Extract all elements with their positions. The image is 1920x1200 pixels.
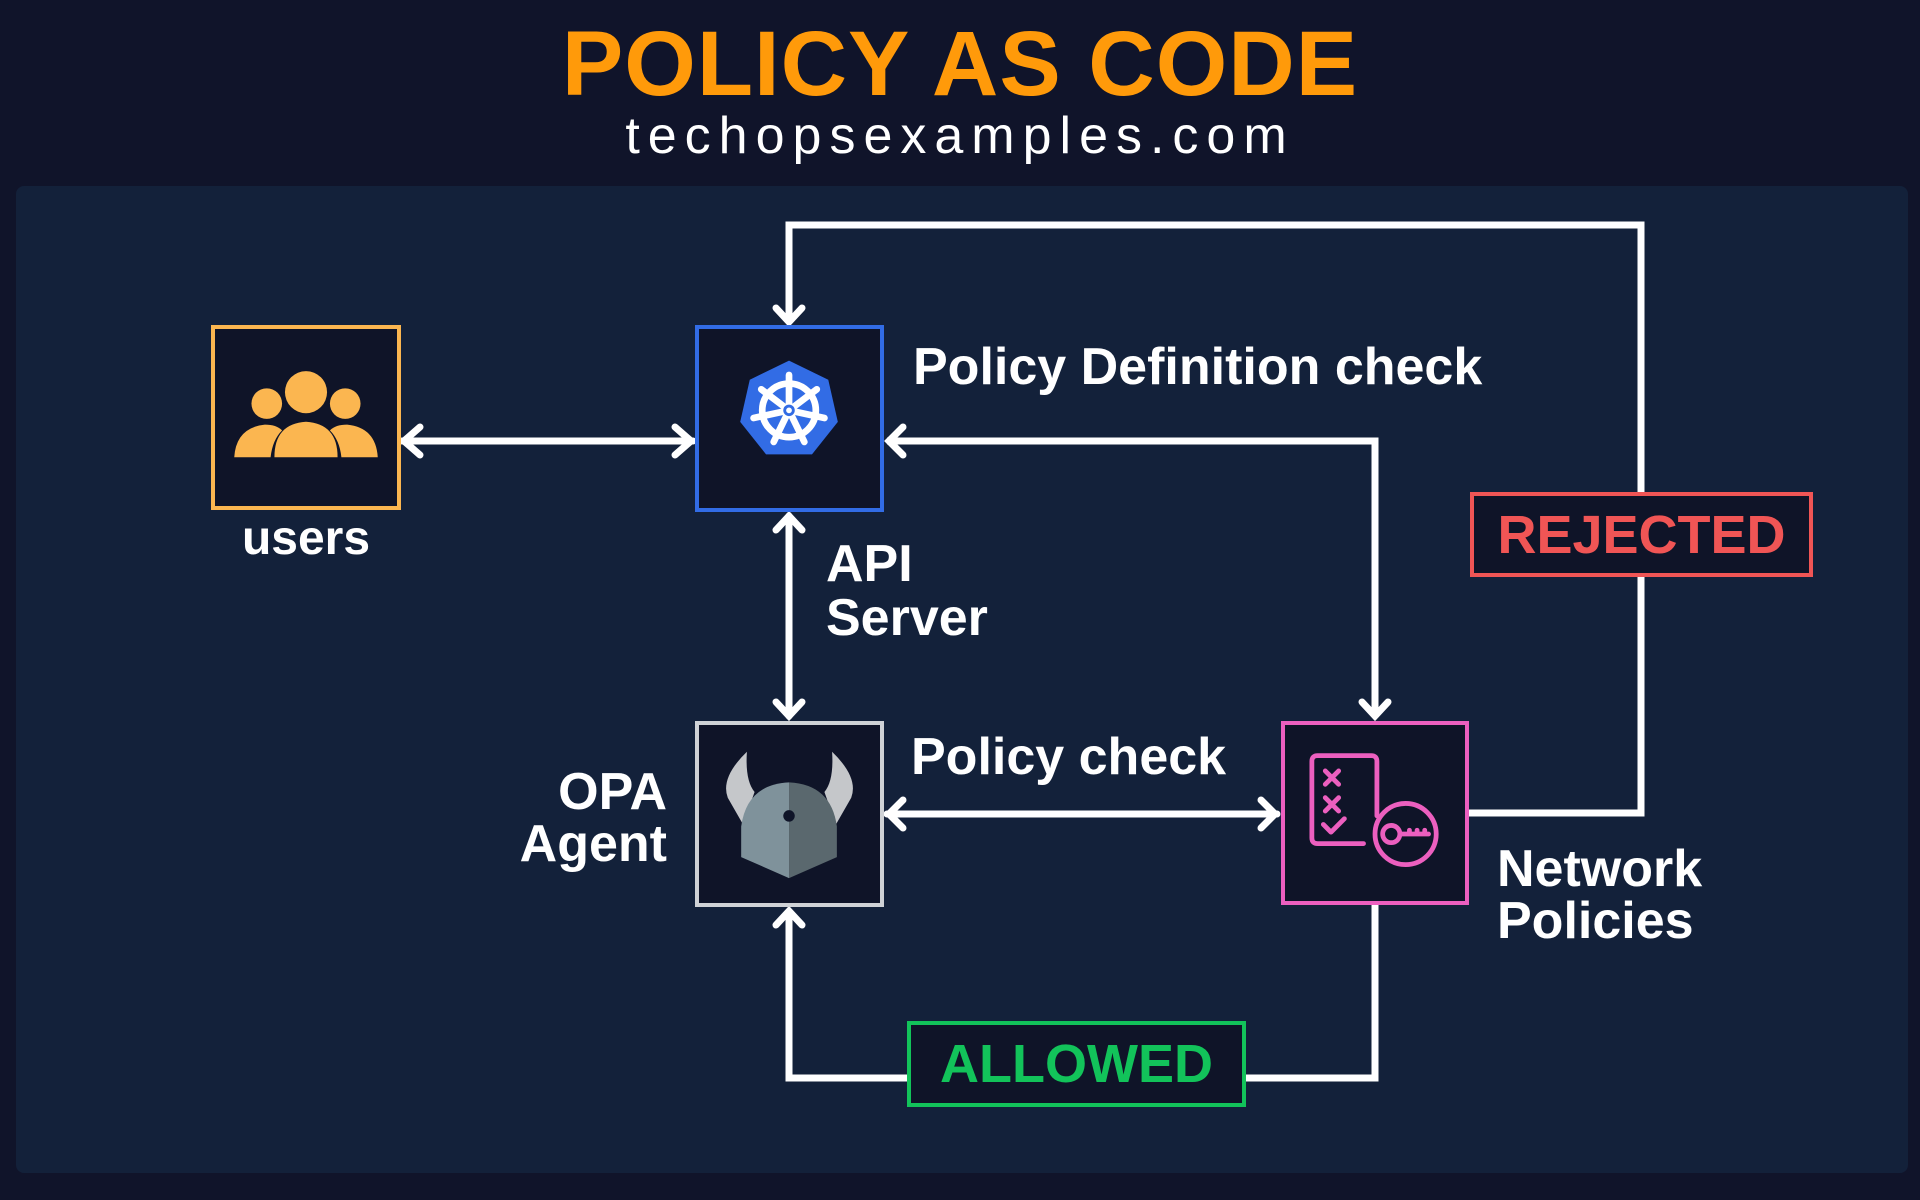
allowed-loop-arrowhead: [772, 905, 806, 929]
api-server-label: API Server: [826, 537, 988, 645]
users-group-icon: [234, 371, 378, 458]
rejected-badge: REJECTED: [1470, 492, 1813, 577]
api-server-label-line2: Server: [826, 589, 988, 647]
policy-definition-arrow: [887, 437, 1379, 716]
opa-viking-helmet-icon: [726, 751, 853, 879]
rejected-loop-arrowhead: [772, 304, 806, 328]
policy-definition-arrowhead-left: [884, 423, 907, 459]
opa-agent-node[interactable]: [695, 721, 884, 907]
page-subtitle: techopsexamples.com: [625, 107, 1295, 165]
opa-agent-label-line2: Agent: [519, 815, 667, 873]
users-label: users: [241, 512, 371, 565]
users-node[interactable]: [211, 325, 401, 510]
policy-definition-check-label: Policy Definition check: [913, 338, 1483, 396]
network-policies-node[interactable]: [1281, 721, 1469, 905]
network-policies-label: Network Policies: [1497, 843, 1702, 947]
users-api-arrowhead-right: [671, 423, 697, 459]
api-opa-arrowhead-down: [772, 698, 806, 722]
opa-agent-label-line1: OPA: [558, 763, 667, 821]
policy-definition-arrowhead-down: [1358, 698, 1392, 722]
api-server-node[interactable]: [695, 325, 884, 512]
page-title: POLICY AS CODE: [561, 13, 1359, 115]
network-policies-label-line1: Network: [1497, 840, 1703, 898]
api-opa-arrowhead-up: [772, 510, 806, 534]
network-policies-label-line2: Policies: [1497, 892, 1694, 950]
api-server-label-line1: API: [826, 535, 913, 593]
policy-check-arrowhead-left: [884, 796, 907, 832]
checklist-key-icon: [1309, 753, 1439, 868]
rejected-loop-line: [785, 221, 1645, 817]
users-api-arrowhead-left: [398, 423, 424, 459]
policy-check-arrowhead-right: [1257, 796, 1280, 832]
opa-agent-label: OPA Agent: [500, 766, 667, 870]
policy-check-label: Policy check: [911, 728, 1227, 786]
allowed-badge: ALLOWED: [907, 1021, 1246, 1107]
kubernetes-helm-icon: [740, 360, 838, 455]
